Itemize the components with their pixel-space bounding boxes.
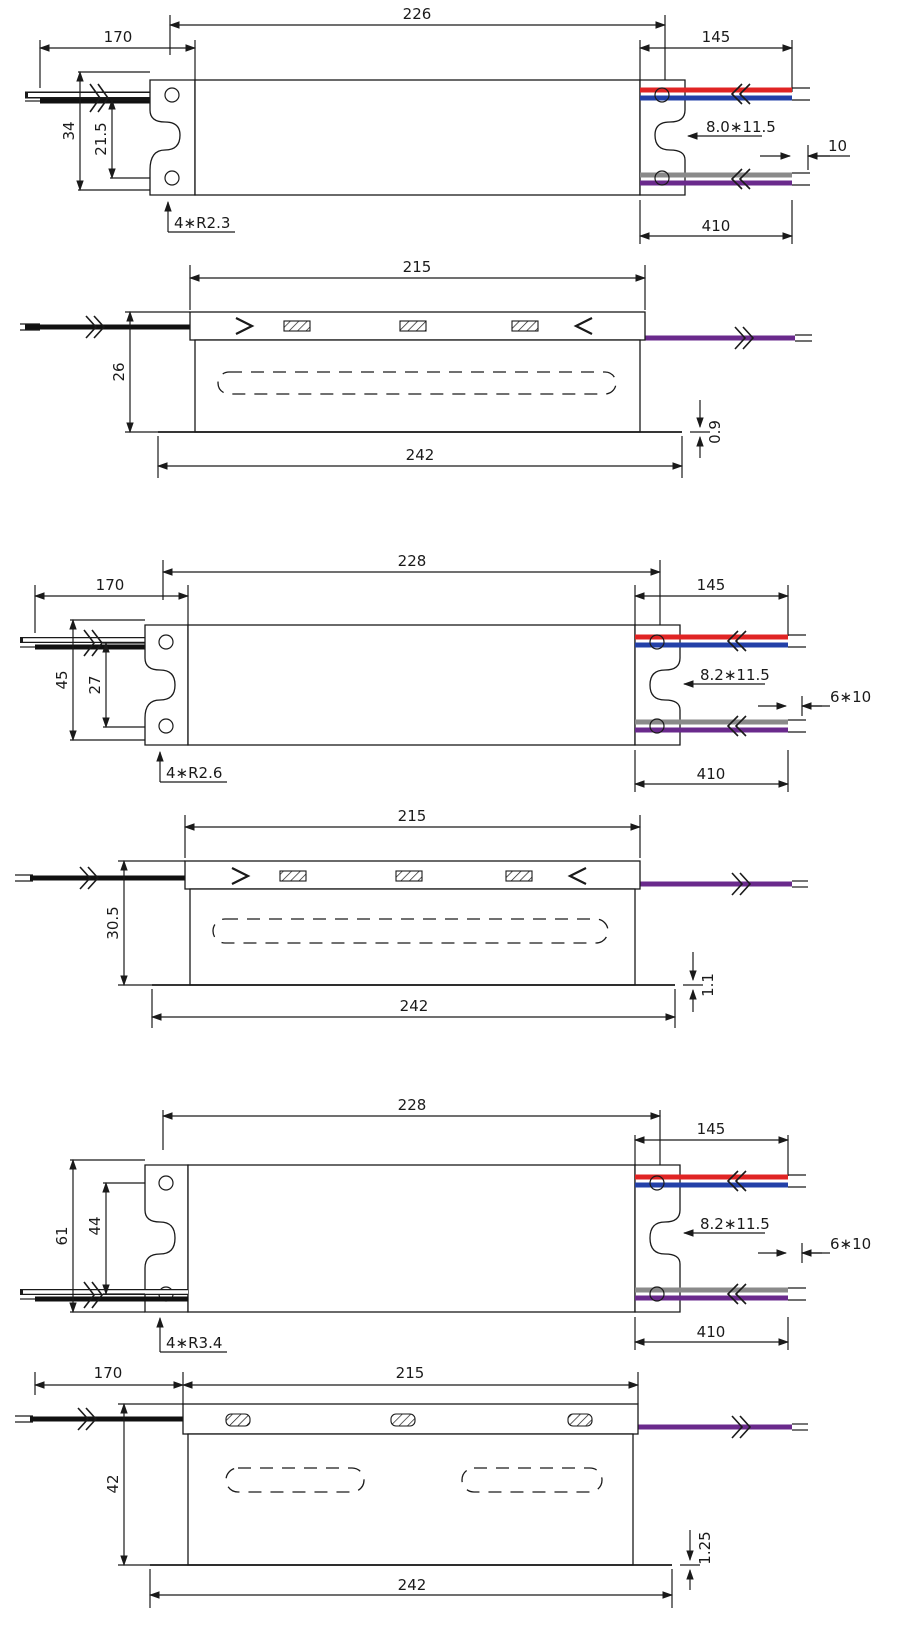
dim-slot: 8.2∗11.5 [700, 1215, 770, 1233]
dim-plate-thickness: 1.25 [696, 1531, 714, 1564]
dim-overall-length: 226 [403, 5, 432, 23]
dim-body-length: 215 [398, 807, 427, 825]
dim-base-length: 242 [400, 997, 429, 1015]
vent-slot [461, 1467, 603, 1493]
dim-corner-radius: 4∗R2.3 [174, 214, 230, 232]
mounting-flange-left [149, 79, 196, 196]
dim-input-lead: 170 [94, 1364, 123, 1382]
wire-break-symbol [89, 83, 109, 113]
ballast-body-top [187, 624, 636, 746]
drawing-3-side-view: 170 215 42 1.25 242 [15, 1364, 808, 1608]
dim-plate-thickness: 1.1 [699, 973, 717, 997]
vent-slot [212, 918, 609, 944]
dim-mount-spacing: 44 [86, 1216, 104, 1235]
drawing-1-side-view: 215 26 0.9 242 [20, 258, 812, 478]
dim-corner-radius: 4∗R2.6 [166, 764, 222, 782]
dim-height: 45 [53, 670, 71, 689]
drawing-2-side-view: 215 30.5 1.1 242 [15, 807, 808, 1028]
dim-plate-thickness: 0.9 [706, 420, 724, 444]
drawing-2-top-view: 228 170 145 45 27 8. [20, 552, 871, 792]
dim-strip: 6∗10 [830, 1235, 871, 1253]
dim-corner-radius: 4∗R3.4 [166, 1334, 222, 1352]
dim-side-height: 26 [110, 362, 128, 381]
ballast-body-top [187, 1164, 636, 1313]
drawing-3-top-view: 228 145 61 44 8.2∗11.5 [20, 1096, 871, 1353]
dim-mount-spacing: 21.5 [92, 122, 110, 155]
dim-side-height: 30.5 [104, 906, 122, 939]
dim-input-lead: 170 [96, 576, 125, 594]
mounting-hole [164, 170, 180, 186]
dim-output-lead-lower: 410 [697, 1323, 726, 1341]
vent-slot [225, 1467, 365, 1493]
dim-body-length: 215 [396, 1364, 425, 1382]
dim-strip: 10 [828, 137, 847, 155]
mounting-flange-right [639, 79, 686, 196]
dim-body-length: 215 [403, 258, 432, 276]
ballast-body-top [194, 79, 641, 196]
dim-input-lead: 170 [104, 28, 133, 46]
dim-overall-length: 228 [398, 552, 427, 570]
dim-output-lead-upper: 145 [697, 1120, 726, 1138]
dim-output-lead-lower: 410 [697, 765, 726, 783]
dim-mount-spacing: 27 [86, 675, 104, 694]
dim-strip: 6∗10 [830, 688, 871, 706]
side-housing [194, 339, 641, 433]
vent-slot [217, 371, 617, 395]
dim-output-lead-lower: 410 [702, 217, 731, 235]
dim-slot: 8.2∗11.5 [700, 666, 770, 684]
dim-side-height: 42 [104, 1474, 122, 1493]
dim-overall-length: 228 [398, 1096, 427, 1114]
mounting-hole [164, 87, 180, 103]
dim-height: 61 [53, 1226, 71, 1245]
dim-output-lead-upper: 145 [702, 28, 731, 46]
dim-base-length: 242 [406, 446, 435, 464]
dim-output-lead-upper: 145 [697, 576, 726, 594]
dim-base-length: 242 [398, 1576, 427, 1594]
dim-height: 34 [60, 121, 78, 140]
drawing-1-top-view: 226 170 145 34 [25, 5, 850, 244]
dim-slot: 8.0∗11.5 [706, 118, 776, 136]
